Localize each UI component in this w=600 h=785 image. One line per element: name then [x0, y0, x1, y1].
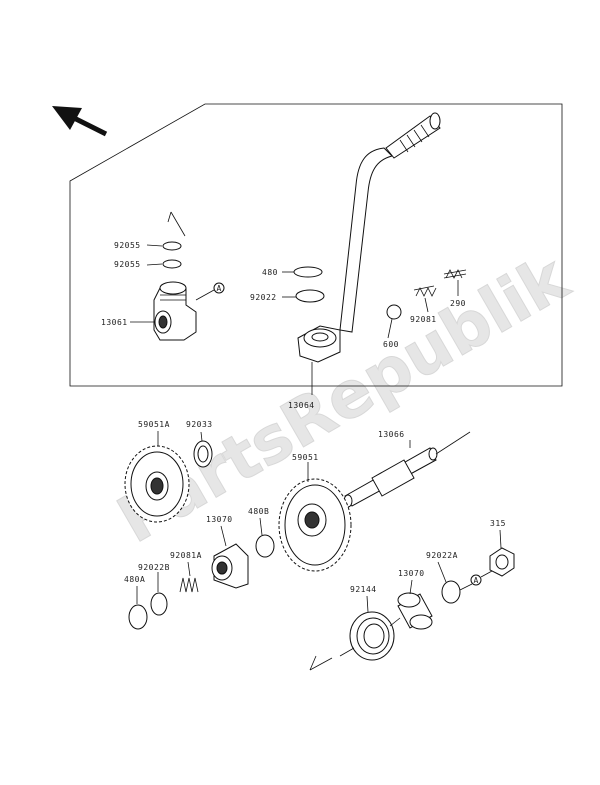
torsion-spring-92144 [339, 611, 401, 661]
kick-lever-13064 [297, 112, 441, 363]
label-92022: 92022 [250, 293, 277, 302]
gear-59051a [124, 445, 190, 523]
label-480a: 480A [124, 575, 145, 584]
gear-59051 [278, 478, 352, 572]
direction-arrow-icon [52, 106, 108, 137]
label-13070: 13070 [206, 515, 233, 524]
label-92033: 92033 [186, 420, 213, 429]
label-13061: 13061 [101, 318, 128, 327]
washer-92022 [295, 289, 325, 303]
circlip-480a [128, 604, 148, 630]
label-92022b: 92022B [138, 563, 170, 572]
label-92055-lower: 92055 [114, 260, 141, 269]
ratchet-13070 [211, 543, 249, 589]
guide-13070 [397, 592, 433, 630]
label-600: 600 [383, 340, 399, 349]
shaft-13061 [153, 281, 197, 341]
washer-92022a [441, 580, 461, 604]
shaft-13066 [343, 447, 438, 508]
label-92081a: 92081A [170, 551, 202, 560]
label-480b: 480B [248, 507, 269, 516]
label-13070-b: 13070 [398, 569, 425, 578]
plunger-290 [443, 269, 467, 279]
label-92081: 92081 [410, 315, 437, 324]
label-92022a: 92022A [426, 551, 458, 560]
label-a-1: A [217, 284, 222, 293]
ball-600 [386, 304, 402, 320]
o-ring-92055-lower [162, 259, 182, 269]
label-315: 315 [490, 519, 506, 528]
circlip-480 [293, 266, 323, 278]
label-13064: 13064 [288, 401, 315, 410]
circlip-480b [255, 534, 275, 558]
nut-315 [489, 547, 515, 577]
o-ring-92055-upper [162, 241, 182, 251]
spring-92081a [179, 577, 199, 593]
spring-92081 [413, 285, 437, 297]
washer-92022b [150, 592, 168, 616]
label-a-2: A [474, 576, 479, 585]
label-92144: 92144 [350, 585, 377, 594]
label-59051a: 59051A [138, 420, 170, 429]
assembly-frame [69, 103, 563, 387]
label-290: 290 [450, 299, 466, 308]
label-92055-upper: 92055 [114, 241, 141, 250]
label-480: 480 [262, 268, 278, 277]
label-13066: 13066 [378, 430, 405, 439]
label-59051: 59051 [292, 453, 319, 462]
